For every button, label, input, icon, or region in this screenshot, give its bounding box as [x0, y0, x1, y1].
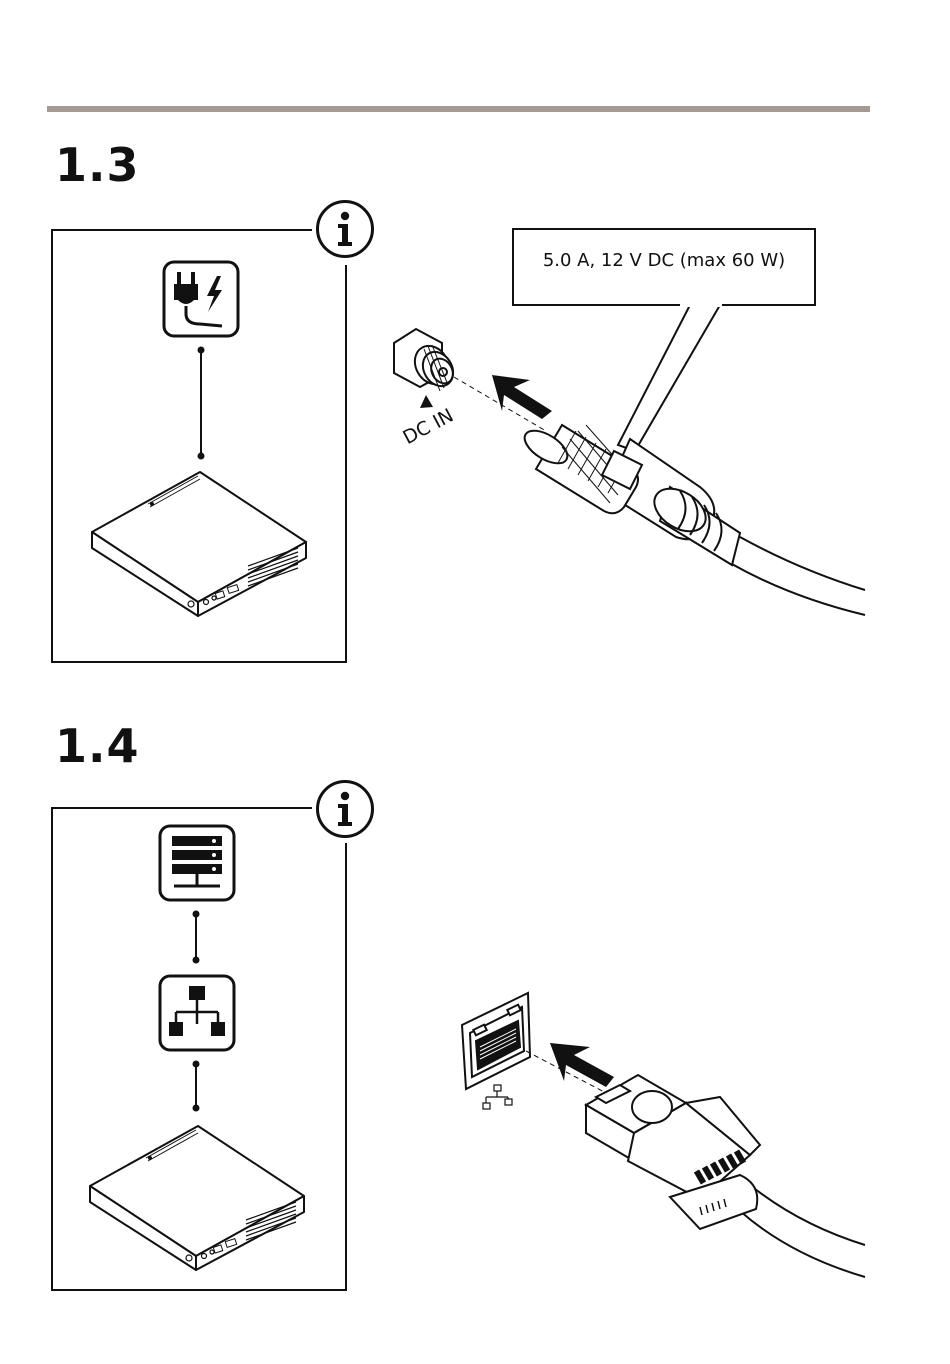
info-icon: [316, 780, 374, 838]
recorder-device: [86, 1122, 308, 1274]
section-divider: [47, 106, 870, 112]
connection-line: [189, 908, 203, 966]
recorder-device: [88, 468, 310, 620]
step-number-1-4: 1.4: [55, 723, 140, 769]
ethernet-illustration: [450, 985, 870, 1285]
power-plug-icon: [160, 258, 242, 340]
connection-line: [189, 1058, 203, 1114]
dc-in-label: DC IN: [399, 404, 457, 449]
info-icon: [316, 200, 374, 258]
ethernet-port-icon: [462, 993, 530, 1089]
power-spec-label: 5.0 A, 12 V DC (max 60 W): [513, 250, 815, 271]
connection-line: [194, 344, 208, 462]
network-icon: [156, 972, 238, 1054]
step-number-1-3: 1.3: [55, 142, 140, 188]
dc-power-illustration: DC IN: [380, 225, 880, 625]
server-icon: [156, 822, 238, 904]
insert-arrow-icon: [492, 375, 552, 419]
